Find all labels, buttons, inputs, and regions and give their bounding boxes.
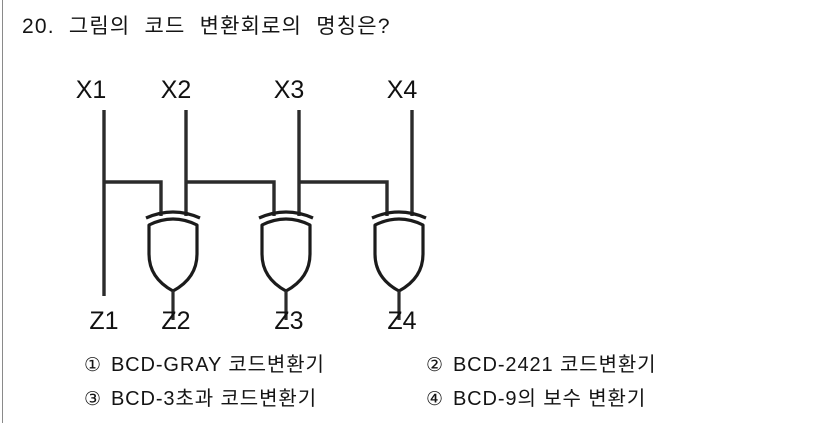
option-1-label: BCD-GRAY 코드변환기 [110,354,325,376]
option-2-marker: ② [426,354,444,376]
wire-x2-branch-to-gate2 [186,180,276,216]
output-label-z1: Z1 [89,307,118,333]
output-label-z4: Z4 [387,307,416,333]
circuit-diagram: X1 X2 X3 X4 [60,58,460,333]
wire-x1-branch-to-gate1 [104,180,163,216]
option-row-2: ③ BCD-3초과 코드변환기 ④ BCD-9의 보수 변환기 [84,384,784,418]
xor-gate-1-body [147,217,199,293]
input-label-x2: X2 [161,76,192,104]
xor-gate-3-arc [371,210,427,220]
xor-gate-2-body [260,217,312,293]
xor-gate-1-arc [145,210,201,220]
xor-gate-2 [258,210,314,320]
question-stem: 20. 그림의 코드 변환회로의 명칭은? [22,15,391,38]
option-4-marker: ④ [426,388,444,410]
option-2-label: BCD-2421 코드변환기 [452,354,657,376]
xor-gate-3-body [373,217,425,293]
option-3[interactable]: ③ BCD-3초과 코드변환기 [84,384,426,414]
page-left-rule [2,0,3,423]
xor-gate-1 [145,210,201,320]
option-2[interactable]: ② BCD-2421 코드변환기 [426,350,656,380]
xor-gate-2-arc [258,210,314,220]
output-label-z2: Z2 [161,307,190,333]
output-label-z3: Z3 [274,307,303,333]
option-1-marker: ① [84,354,102,376]
option-1[interactable]: ① BCD-GRAY 코드변환기 [84,350,426,380]
wire-x3-branch-to-gate3 [299,180,389,216]
input-label-x3: X3 [274,76,305,104]
input-label-x1: X1 [76,76,107,104]
option-4-label: BCD-9의 보수 변환기 [452,388,647,410]
answer-options: ① BCD-GRAY 코드변환기 ② BCD-2421 코드변환기 ③ BCD-… [84,350,784,418]
input-label-x4: X4 [387,76,418,104]
option-4[interactable]: ④ BCD-9의 보수 변환기 [426,384,646,414]
xor-gate-3 [371,210,427,320]
option-3-marker: ③ [84,388,102,410]
option-row-1: ① BCD-GRAY 코드변환기 ② BCD-2421 코드변환기 [84,350,784,384]
option-3-label: BCD-3초과 코드변환기 [110,388,318,410]
